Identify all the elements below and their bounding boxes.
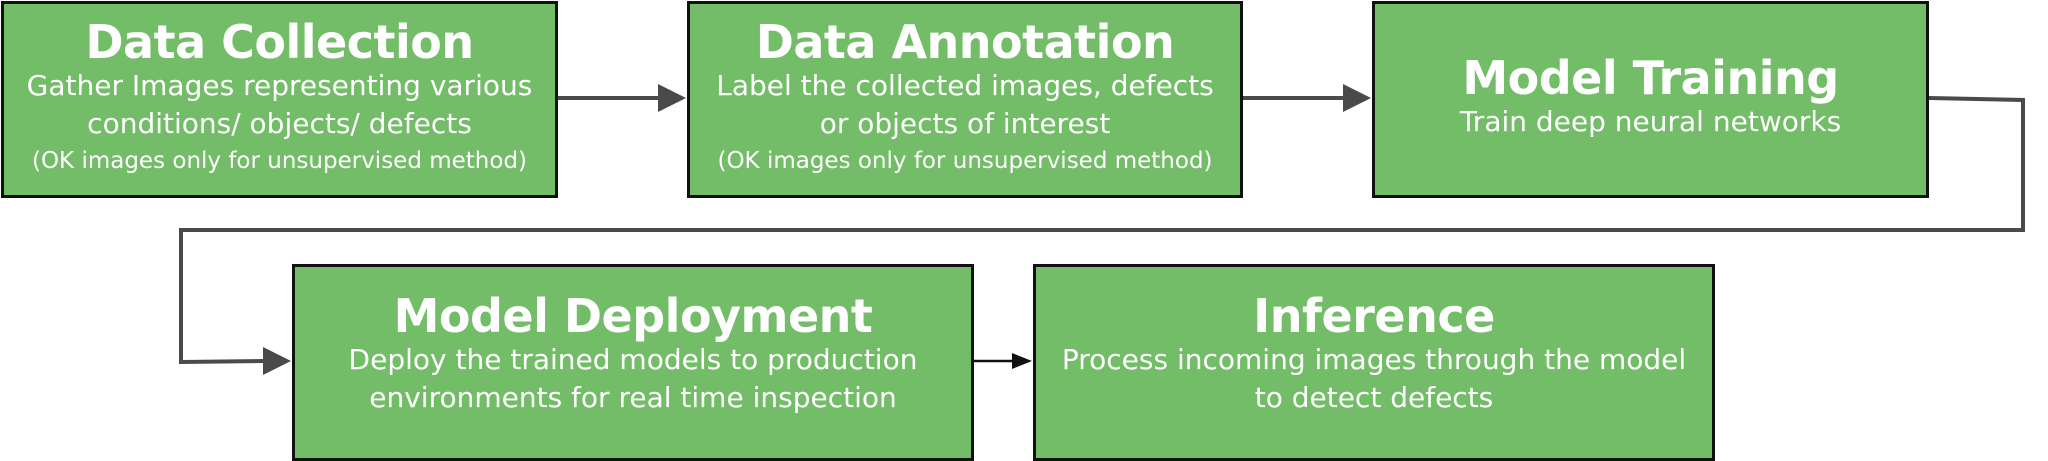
step-title: Data Collection [85,14,474,69]
step-title: Data Annotation [755,14,1175,69]
step-description-line: or objects of interest [819,106,1111,140]
step-inference: Inference Process incoming images throug… [1033,264,1715,461]
step-model-training: Model Training Train deep neural network… [1372,1,1929,198]
step-data-collection: Data Collection Gather Images representi… [1,1,558,198]
step-description-line: environments for real time inspection [369,380,897,414]
step-description-line: Deploy the trained models to production [348,342,918,376]
step-title: Inference [1253,288,1495,343]
step-model-deployment: Model Deployment Deploy the trained mode… [292,264,974,461]
step-description-line: Gather Images representing various [26,68,533,102]
step-data-annotation: Data Annotation Label the collected imag… [687,1,1243,198]
step-title: Model Deployment [393,288,873,343]
arrow-deployment-to-inference [974,353,1032,369]
step-title: Model Training [1462,50,1839,105]
step-note: (OK images only for unsupervised method) [31,147,528,174]
step-description-line: to detect defects [1254,380,1494,414]
step-description-line: Train deep neural networks [1459,104,1842,138]
arrow-collection-to-annotation [558,84,686,112]
step-description-line: Label the collected images, defects [716,68,1214,102]
arrow-training-to-deployment [179,96,2025,375]
arrow-annotation-to-training [1243,84,1371,112]
step-description-line: conditions/ objects/ defects [87,106,472,140]
step-note: (OK images only for unsupervised method) [717,147,1213,174]
step-description-line: Process incoming images through the mode… [1061,342,1687,376]
